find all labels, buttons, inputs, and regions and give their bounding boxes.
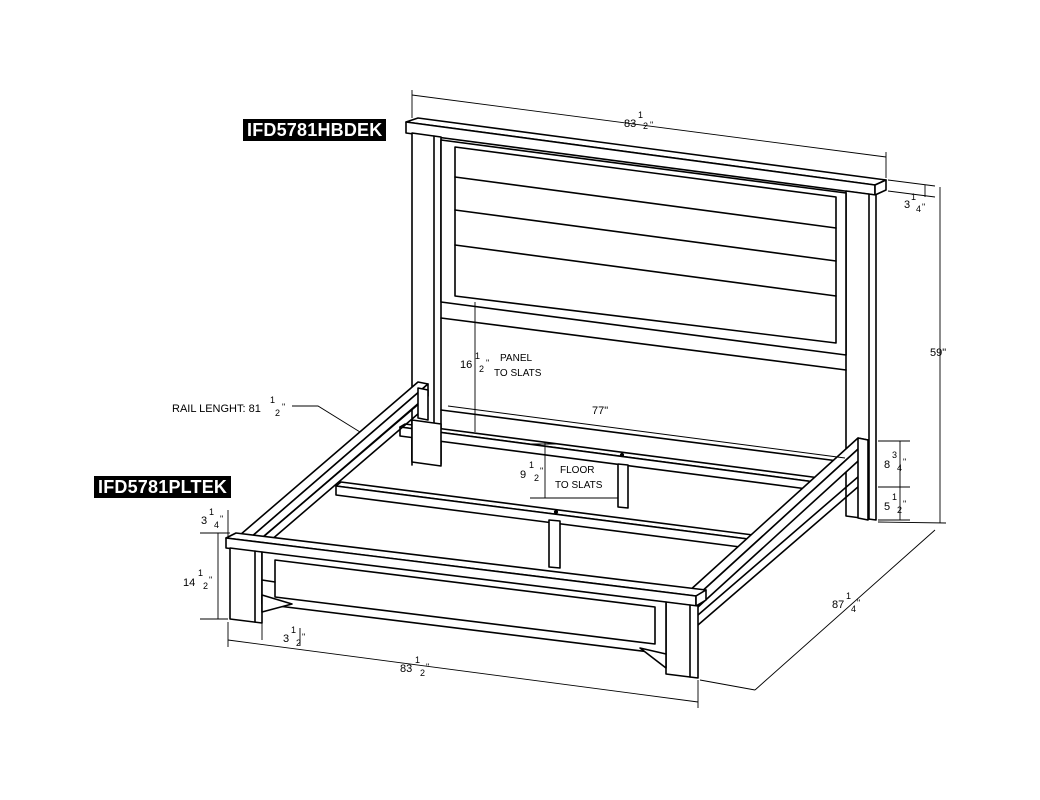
svg-text:2: 2 xyxy=(420,668,425,678)
svg-text:FLOOR: FLOOR xyxy=(560,465,594,476)
svg-text:1: 1 xyxy=(209,507,214,517)
svg-text:2: 2 xyxy=(479,364,484,374)
svg-text:": " xyxy=(540,466,543,476)
svg-text:": " xyxy=(220,514,223,524)
svg-text:2: 2 xyxy=(897,505,902,515)
svg-text:3: 3 xyxy=(904,199,910,211)
dim-hb-top-thickness: 3 1 4 " xyxy=(904,192,925,214)
svg-text:2: 2 xyxy=(534,473,539,483)
slats xyxy=(335,423,821,569)
footboard xyxy=(225,532,707,679)
svg-text:TO SLATS: TO SLATS xyxy=(494,368,542,379)
svg-text:83: 83 xyxy=(624,118,636,130)
svg-text:4: 4 xyxy=(916,204,921,214)
svg-text:1: 1 xyxy=(475,351,480,361)
svg-text:1: 1 xyxy=(638,110,643,120)
svg-text:4: 4 xyxy=(214,520,219,530)
svg-text:TO SLATS: TO SLATS xyxy=(555,480,603,491)
svg-text:5: 5 xyxy=(884,501,890,513)
svg-text:": " xyxy=(903,499,906,509)
dim-panel-to-slats: 16 1 2 " PANEL TO SLATS xyxy=(460,351,542,379)
svg-text:": " xyxy=(486,358,489,368)
svg-text:83: 83 xyxy=(400,663,412,675)
svg-text:87: 87 xyxy=(832,599,844,611)
svg-text:RAIL LENGHT: 81: RAIL LENGHT: 81 xyxy=(172,403,261,415)
dim-fb-height: 14 1 2 " xyxy=(183,568,212,591)
dim-fb-width: 83 1 2 " xyxy=(400,655,429,678)
svg-text:4: 4 xyxy=(851,604,856,614)
svg-text:": " xyxy=(426,662,429,672)
dim-inner-width: 77" xyxy=(592,405,608,417)
dim-side-lower: 5 1 2 " xyxy=(884,492,906,515)
svg-text:1: 1 xyxy=(846,591,851,601)
svg-text:4: 4 xyxy=(897,463,902,473)
svg-text:1: 1 xyxy=(291,625,296,635)
svg-text:1: 1 xyxy=(911,192,916,202)
svg-text:3: 3 xyxy=(201,515,207,527)
dim-floor-to-slats: 9 1 2 " FLOOR TO SLATS xyxy=(520,460,603,491)
dim-fb-top-thickness: 3 1 4 " xyxy=(201,507,223,530)
svg-text:1: 1 xyxy=(892,492,897,502)
svg-text:16: 16 xyxy=(460,359,472,371)
dim-leg-width: 3 1 2 " xyxy=(283,625,305,648)
svg-text:14: 14 xyxy=(183,577,195,589)
dim-rail-length: RAIL LENGHT: 81 1 2 " xyxy=(172,395,285,418)
headboard-model-label: IFD5781HBDEK xyxy=(243,119,387,141)
svg-text:1: 1 xyxy=(529,460,534,470)
headboard xyxy=(405,117,887,521)
svg-text:": " xyxy=(857,598,860,608)
svg-text:": " xyxy=(922,202,925,212)
left-side-rail xyxy=(239,381,442,549)
svg-text:2: 2 xyxy=(643,121,648,131)
svg-text:": " xyxy=(903,457,906,467)
svg-text:2: 2 xyxy=(296,638,301,648)
dim-hb-width: 83 1 2 " xyxy=(624,110,653,131)
dim-side-upper: 8 3 4 " xyxy=(884,450,906,473)
svg-text:2: 2 xyxy=(275,408,280,418)
svg-text:3: 3 xyxy=(283,633,289,645)
svg-text:2: 2 xyxy=(203,581,208,591)
svg-text:": " xyxy=(302,632,305,642)
svg-text:1: 1 xyxy=(198,568,203,578)
platform-model-label: IFD5781PLTEK xyxy=(94,476,232,498)
svg-text:1: 1 xyxy=(415,655,420,665)
svg-text:1: 1 xyxy=(270,395,275,405)
svg-text:9: 9 xyxy=(520,469,526,481)
svg-text:3: 3 xyxy=(892,450,897,460)
svg-text:": " xyxy=(282,402,285,412)
dim-overall-length: 87 1 4 " xyxy=(832,591,860,614)
svg-text:PANEL: PANEL xyxy=(500,353,532,364)
svg-text:": " xyxy=(650,120,653,130)
dim-hb-height: 59" xyxy=(930,347,946,359)
svg-text:8: 8 xyxy=(884,459,890,471)
svg-text:": " xyxy=(209,575,212,585)
